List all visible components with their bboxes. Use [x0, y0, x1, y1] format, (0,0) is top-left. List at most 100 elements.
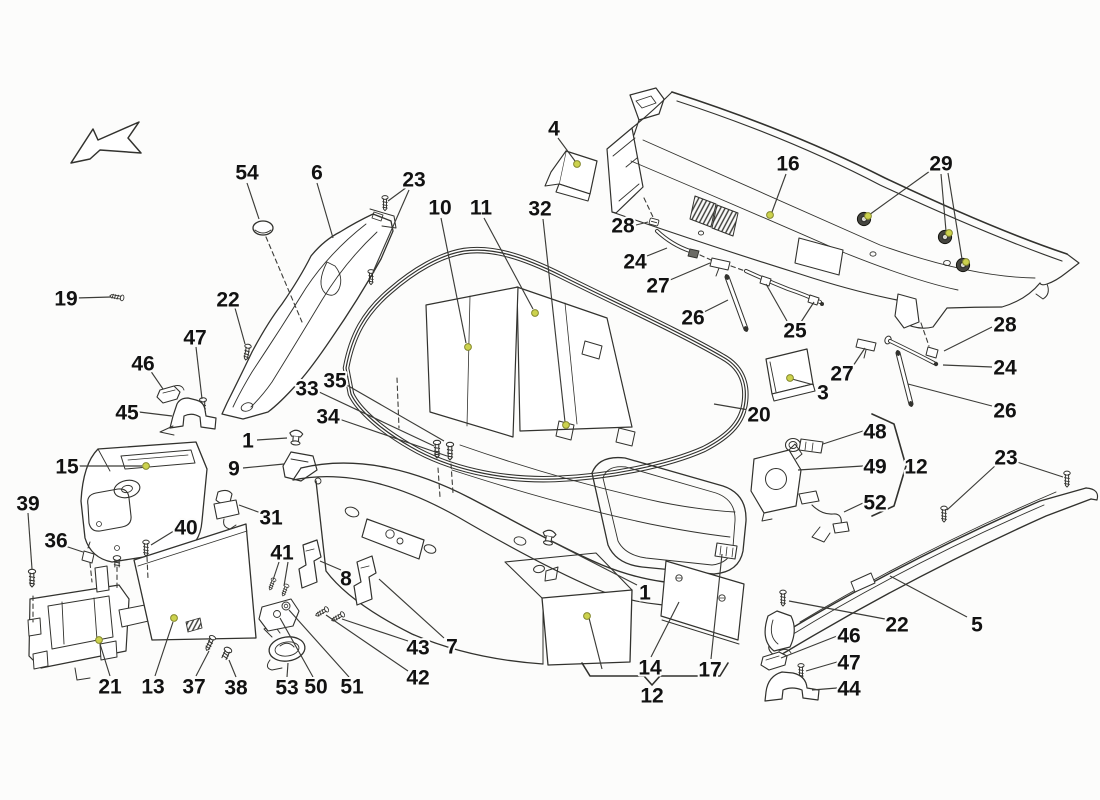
leader-line: [64, 545, 84, 553]
part-label-44: 44: [837, 678, 861, 701]
highlight-dot: [962, 258, 970, 266]
leader-line: [75, 296, 112, 299]
highlight-dot: [142, 462, 150, 470]
part-label-40: 40: [174, 517, 197, 540]
part-label-42: 42: [406, 667, 429, 690]
part-label-19: 19: [54, 288, 77, 311]
leader-line: [372, 189, 410, 273]
part-label-34: 34: [316, 406, 340, 429]
part-label-12: 12: [904, 456, 927, 479]
leader-line: [138, 411, 173, 417]
part-label-22: 22: [216, 289, 239, 312]
panel-part13: [133, 523, 257, 641]
highlight-dot: [531, 309, 539, 317]
part-label-25: 25: [783, 320, 807, 343]
part-label-11: 11: [470, 197, 493, 220]
leader-line: [341, 618, 409, 642]
highlight-dot: [95, 636, 103, 644]
leader-lines: [27, 137, 1064, 691]
leader-line: [942, 364, 993, 368]
leader-line: [713, 403, 750, 411]
leader-line: [338, 418, 448, 457]
highlight-dot: [573, 160, 581, 168]
part-label-39: 39: [16, 493, 39, 516]
drain-hoses-right: [855, 335, 939, 407]
part-label-10: 10: [428, 197, 451, 220]
misc-fasteners: [27, 292, 253, 623]
cross-panel-tub: [282, 429, 747, 665]
part-label-1: 1: [639, 582, 651, 605]
cowl-panel-part16: [606, 87, 1080, 347]
bulkhead-panels-10-11: [396, 286, 636, 447]
group-12-bracket: [581, 662, 729, 686]
part-label-52: 52: [863, 492, 886, 515]
part-label-1: 1: [242, 430, 254, 453]
leader-line: [788, 600, 886, 620]
part-label-3: 3: [817, 382, 829, 405]
part-label-27: 27: [646, 275, 669, 298]
highlight-dot: [945, 229, 953, 237]
leader-line: [27, 512, 33, 570]
brackets-44-46-47-right: [760, 648, 820, 702]
part-label-20: 20: [747, 404, 770, 427]
part-label-17: 17: [698, 659, 721, 682]
exploded-view-artwork: [27, 87, 1099, 702]
part-label-24: 24: [993, 357, 1017, 380]
fasteners-37-38-41-50-51-53: [203, 577, 306, 671]
electrical-parts-48-49-52: [750, 437, 850, 543]
part-label-22: 22: [885, 614, 908, 637]
leader-line: [272, 561, 280, 581]
part-label-50: 50: [304, 676, 327, 699]
leader-line: [780, 635, 838, 659]
leader-line: [195, 650, 210, 677]
part-label-37: 37: [182, 676, 205, 699]
leader-line: [319, 560, 342, 571]
leader-line: [588, 617, 603, 670]
part-label-48: 48: [863, 421, 887, 444]
leader-line: [242, 463, 285, 469]
leader-line: [154, 621, 174, 677]
leader-line: [710, 553, 723, 660]
leader-line: [246, 182, 260, 220]
leader-line: [286, 662, 289, 678]
seal-ring-part20: [342, 246, 749, 483]
drain-hoses-left: [648, 217, 824, 332]
part-label-54: 54: [235, 162, 259, 185]
highlight-dot: [864, 212, 872, 220]
leader-line: [557, 137, 576, 162]
leader-line: [889, 575, 968, 618]
leader-line: [771, 173, 787, 213]
leader-line: [228, 659, 237, 678]
part-label-41: 41: [270, 542, 294, 565]
part-label-24: 24: [623, 251, 647, 274]
highlight-dot: [583, 612, 591, 620]
part-label-47: 47: [837, 652, 860, 675]
part-label-33: 33: [295, 378, 318, 401]
leader-line: [99, 643, 111, 677]
leader-line: [907, 383, 993, 407]
highlight-dot: [766, 211, 774, 219]
leader-line: [316, 390, 435, 447]
part-label-36: 36: [44, 530, 67, 553]
leader-line: [344, 383, 445, 442]
leader-line: [800, 301, 815, 323]
part-label-7: 7: [446, 636, 458, 659]
brackets-7-8: [298, 539, 377, 624]
part-label-26: 26: [993, 400, 1016, 423]
part-label-49: 49: [863, 456, 886, 479]
part-label-6: 6: [311, 162, 323, 185]
part-label-14: 14: [638, 657, 662, 680]
leader-line: [1016, 461, 1064, 478]
sill-rail-part5: [764, 470, 1099, 657]
leader-line: [378, 578, 445, 639]
leader-line: [316, 182, 334, 239]
part-label-51: 51: [340, 676, 364, 699]
leader-line: [542, 218, 566, 423]
part-label-47: 47: [183, 327, 206, 350]
leader-line: [943, 326, 993, 352]
highlight-dot: [464, 343, 472, 351]
part-label-9: 9: [228, 458, 240, 481]
part-label-26: 26: [681, 307, 704, 330]
